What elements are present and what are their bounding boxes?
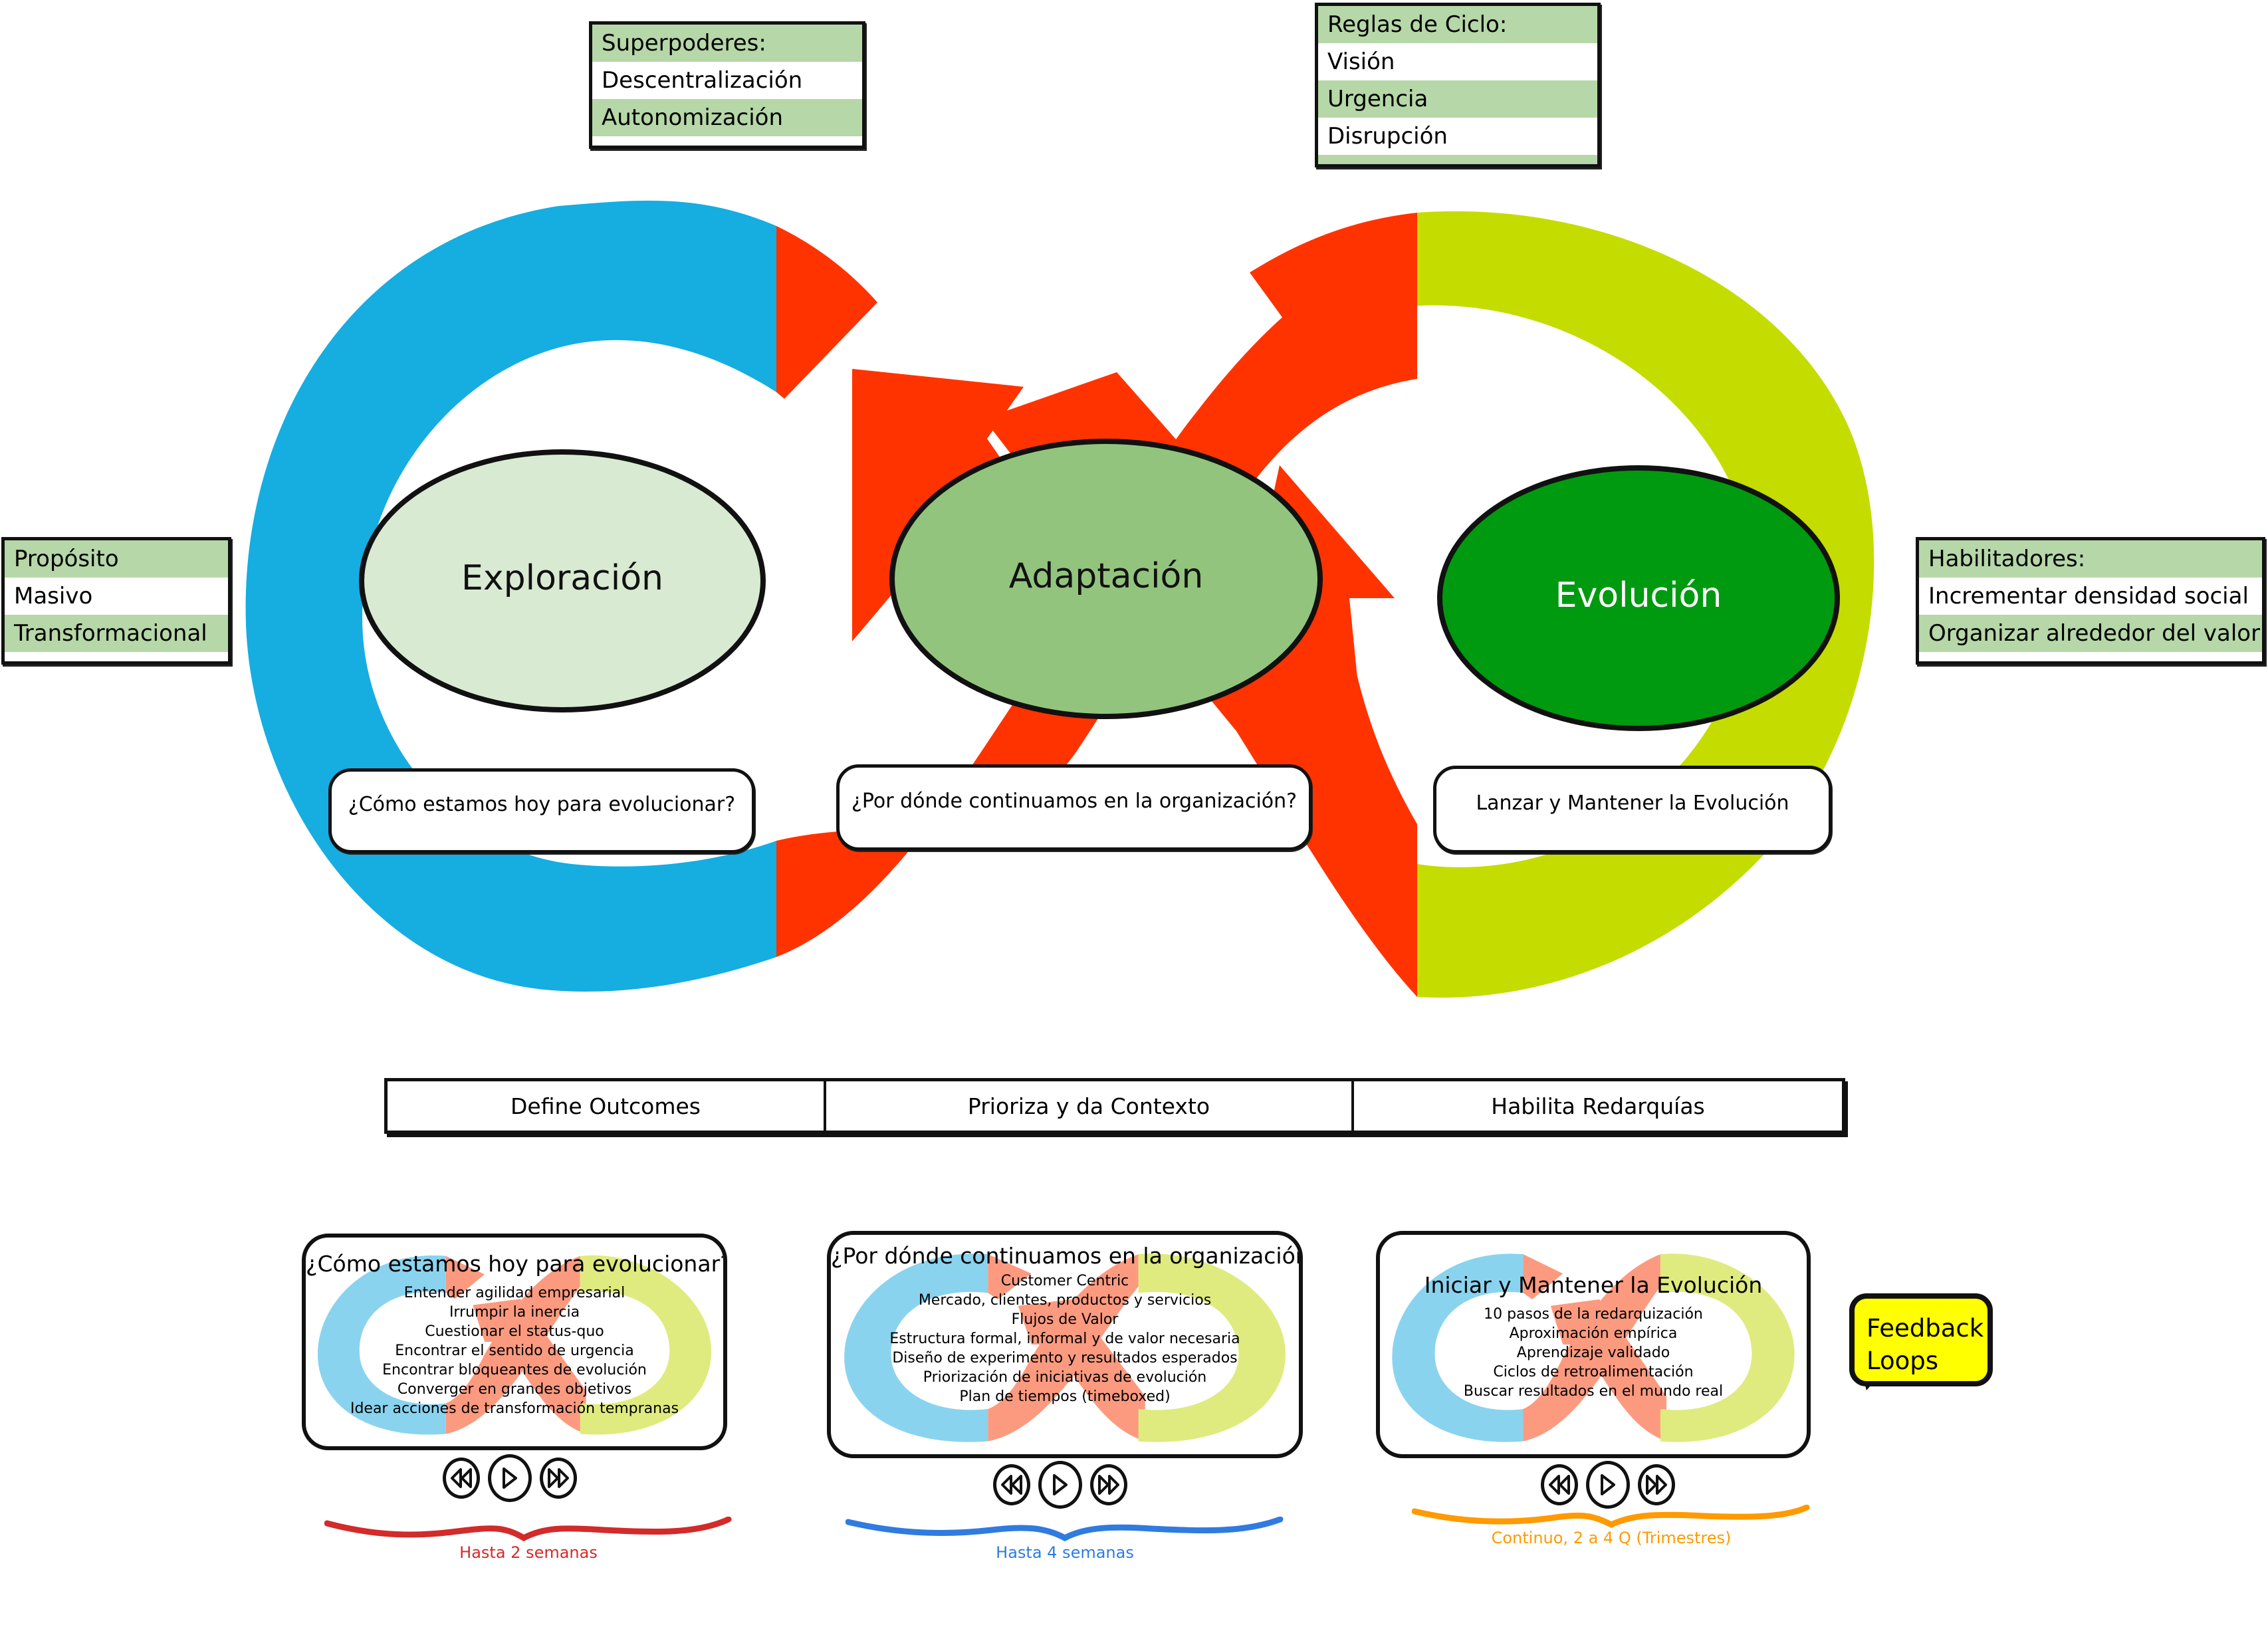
feedback-line-2: Loops — [1867, 1347, 1939, 1375]
rewind-button[interactable] — [443, 1458, 480, 1499]
play-button[interactable] — [1038, 1461, 1082, 1509]
phase-adaptacion[interactable]: Adaptación — [889, 439, 1323, 719]
card-item: Ciclos de retroalimentación — [1493, 1364, 1694, 1380]
card-item: Encontrar el sentido de urgencia — [395, 1343, 634, 1359]
phase-label: Adaptación — [1008, 556, 1204, 596]
outcome-label: Prioriza y da Contexto — [967, 1093, 1210, 1119]
card-title: ¿Cómo estamos hoy para evolucionar? — [306, 1251, 727, 1277]
card-item: Entender agilidad empresarial — [403, 1285, 625, 1301]
card-item: Encontrar bloqueantes de evolución — [382, 1362, 647, 1378]
outcome-label: Define Outcomes — [510, 1093, 701, 1119]
phase-card-evolucion: Iniciar y Mantener la Evolución 10 pasos… — [1376, 1231, 1811, 1458]
outcome-bar: Define Outcomes Prioriza y da Contexto H… — [384, 1078, 1845, 1134]
phase-exploracion[interactable]: Exploración — [359, 449, 766, 712]
phase-evolucion[interactable]: Evolución — [1437, 465, 1840, 731]
superpoderes-table: Superpoderes: Descentralización Autonomi… — [589, 21, 865, 149]
play-button[interactable] — [488, 1454, 532, 1502]
card-item: Plan de tiempos (timeboxed) — [959, 1388, 1171, 1405]
superpoderes-item: Autonomización — [592, 99, 862, 136]
left-loop-red-tip — [776, 226, 877, 399]
play-icon — [503, 1467, 517, 1489]
fast-forward-icon — [1098, 1475, 1119, 1495]
fast-forward-button[interactable] — [1638, 1464, 1675, 1505]
question-pill-evolucion[interactable]: Lanzar y Mantener la Evolución — [1433, 766, 1832, 853]
card-item: Mercado, clientes, productos y servicios — [918, 1292, 1212, 1309]
mini-infinity-background — [317, 1255, 712, 1435]
question-text: ¿Cómo estamos hoy para evolucionar? — [348, 792, 736, 816]
habilitadores-item: Incrementar densidad social — [1919, 578, 2262, 615]
duration-label: Continuo, 2 a 4 Q (Trimestres) — [1491, 1529, 1732, 1547]
habilitadores-header: Habilitadores: — [1919, 540, 2262, 578]
card-item: Idear acciones de transformación tempran… — [350, 1400, 679, 1417]
superpoderes-item: Descentralización — [592, 62, 862, 99]
outcome-prioriza-contexto: Prioriza y da Contexto — [826, 1081, 1354, 1131]
reglas-ciclo-table: Reglas de Ciclo: Visión Urgencia Disrupc… — [1315, 3, 1601, 167]
play-icon — [1601, 1474, 1615, 1495]
card-title: ¿Por dónde continuamos en la organizació… — [831, 1243, 1303, 1269]
card-item: Flujos de Valor — [1011, 1311, 1119, 1328]
phase-card-exploracion: ¿Cómo estamos hoy para evolucionar? Ente… — [302, 1234, 727, 1450]
curly-brace — [1412, 1505, 1810, 1529]
outcome-habilita-redarquias: Habilita Redarquías — [1354, 1081, 1842, 1131]
reglas-ciclo-item: Visión — [1318, 43, 1597, 80]
playback-controls-adaptacion — [993, 1461, 1127, 1509]
outcome-define-outcomes: Define Outcomes — [388, 1081, 826, 1131]
right-loop-red-segment — [1250, 213, 1417, 346]
phase-label: Exploración — [461, 558, 663, 598]
card-item: Diseño de experimento y resultados esper… — [892, 1350, 1238, 1366]
play-button[interactable] — [1586, 1461, 1630, 1509]
card-item: Aproximación empírica — [1509, 1325, 1678, 1342]
phase-label: Evolución — [1555, 576, 1722, 615]
reglas-ciclo-item: Disrupción — [1318, 118, 1597, 155]
rewind-button[interactable] — [993, 1464, 1030, 1505]
fast-forward-icon — [548, 1468, 569, 1488]
fast-forward-button[interactable] — [1090, 1464, 1127, 1505]
feedback-line-1: Feedback — [1867, 1314, 1984, 1343]
card-item: Customer Centric — [1000, 1273, 1129, 1289]
outcome-label: Habilita Redarquías — [1491, 1093, 1705, 1119]
playback-controls-exploracion — [443, 1454, 577, 1502]
feedback-bubble: Feedback Loops — [1849, 1293, 1993, 1386]
play-icon — [1053, 1474, 1068, 1495]
curly-brace — [324, 1517, 732, 1542]
rewind-icon — [1001, 1475, 1022, 1495]
fast-forward-button[interactable] — [540, 1458, 577, 1499]
rewind-button[interactable] — [1541, 1464, 1578, 1505]
duration-label: Hasta 4 semanas — [996, 1543, 1134, 1562]
fast-forward-icon — [1646, 1475, 1667, 1495]
card-item: Buscar resultados en el mundo real — [1463, 1383, 1724, 1400]
question-pill-adaptacion[interactable]: ¿Por dónde continuamos en la organizació… — [836, 764, 1312, 851]
habilitadores-table: Habilitadores: Incrementar densidad soci… — [1916, 537, 2265, 665]
playback-controls-evolucion — [1541, 1461, 1675, 1509]
feedback-loops-callout: Feedback Loops — [1849, 1293, 1997, 1392]
reglas-ciclo-header: Reglas de Ciclo: — [1318, 6, 1597, 43]
card-item: Priorización de iniciativas de evolución — [923, 1369, 1207, 1386]
proposito-header: Propósito — [5, 540, 228, 578]
card-item: Cuestionar el status-quo — [425, 1323, 604, 1340]
mini-infinity-background — [1392, 1253, 1795, 1442]
phase-card-adaptacion: ¿Por dónde continuamos en la organizació… — [827, 1231, 1303, 1458]
habilitadores-item: Organizar alrededor del valor — [1919, 615, 2262, 652]
question-text: ¿Por dónde continuamos en la organizació… — [851, 789, 1298, 813]
proposito-item: Transformacional — [5, 615, 228, 652]
card-item: Aprendizaje validado — [1516, 1345, 1670, 1361]
rewind-icon — [1549, 1475, 1570, 1495]
card-item: Irrumpir la inercia — [449, 1304, 580, 1321]
reglas-ciclo-item: Urgencia — [1318, 80, 1597, 118]
question-pill-exploracion[interactable]: ¿Cómo estamos hoy para evolucionar? — [328, 768, 755, 853]
duration-label: Hasta 2 semanas — [459, 1543, 598, 1562]
question-text: Lanzar y Mantener la Evolución — [1476, 791, 1789, 815]
proposito-item: Masivo — [5, 578, 228, 615]
card-item: 10 pasos de la redarquización — [1484, 1306, 1703, 1323]
curly-brace — [846, 1517, 1284, 1542]
proposito-table: Propósito Masivo Transformacional — [1, 537, 231, 665]
card-item: Converger en grandes objetivos — [397, 1381, 632, 1398]
superpoderes-header: Superpoderes: — [592, 25, 862, 62]
rewind-icon — [451, 1468, 472, 1488]
card-item: Estructura formal, informal y de valor n… — [889, 1331, 1240, 1347]
card-title: Iniciar y Mantener la Evolución — [1424, 1272, 1763, 1298]
mini-infinity-background — [844, 1253, 1286, 1442]
